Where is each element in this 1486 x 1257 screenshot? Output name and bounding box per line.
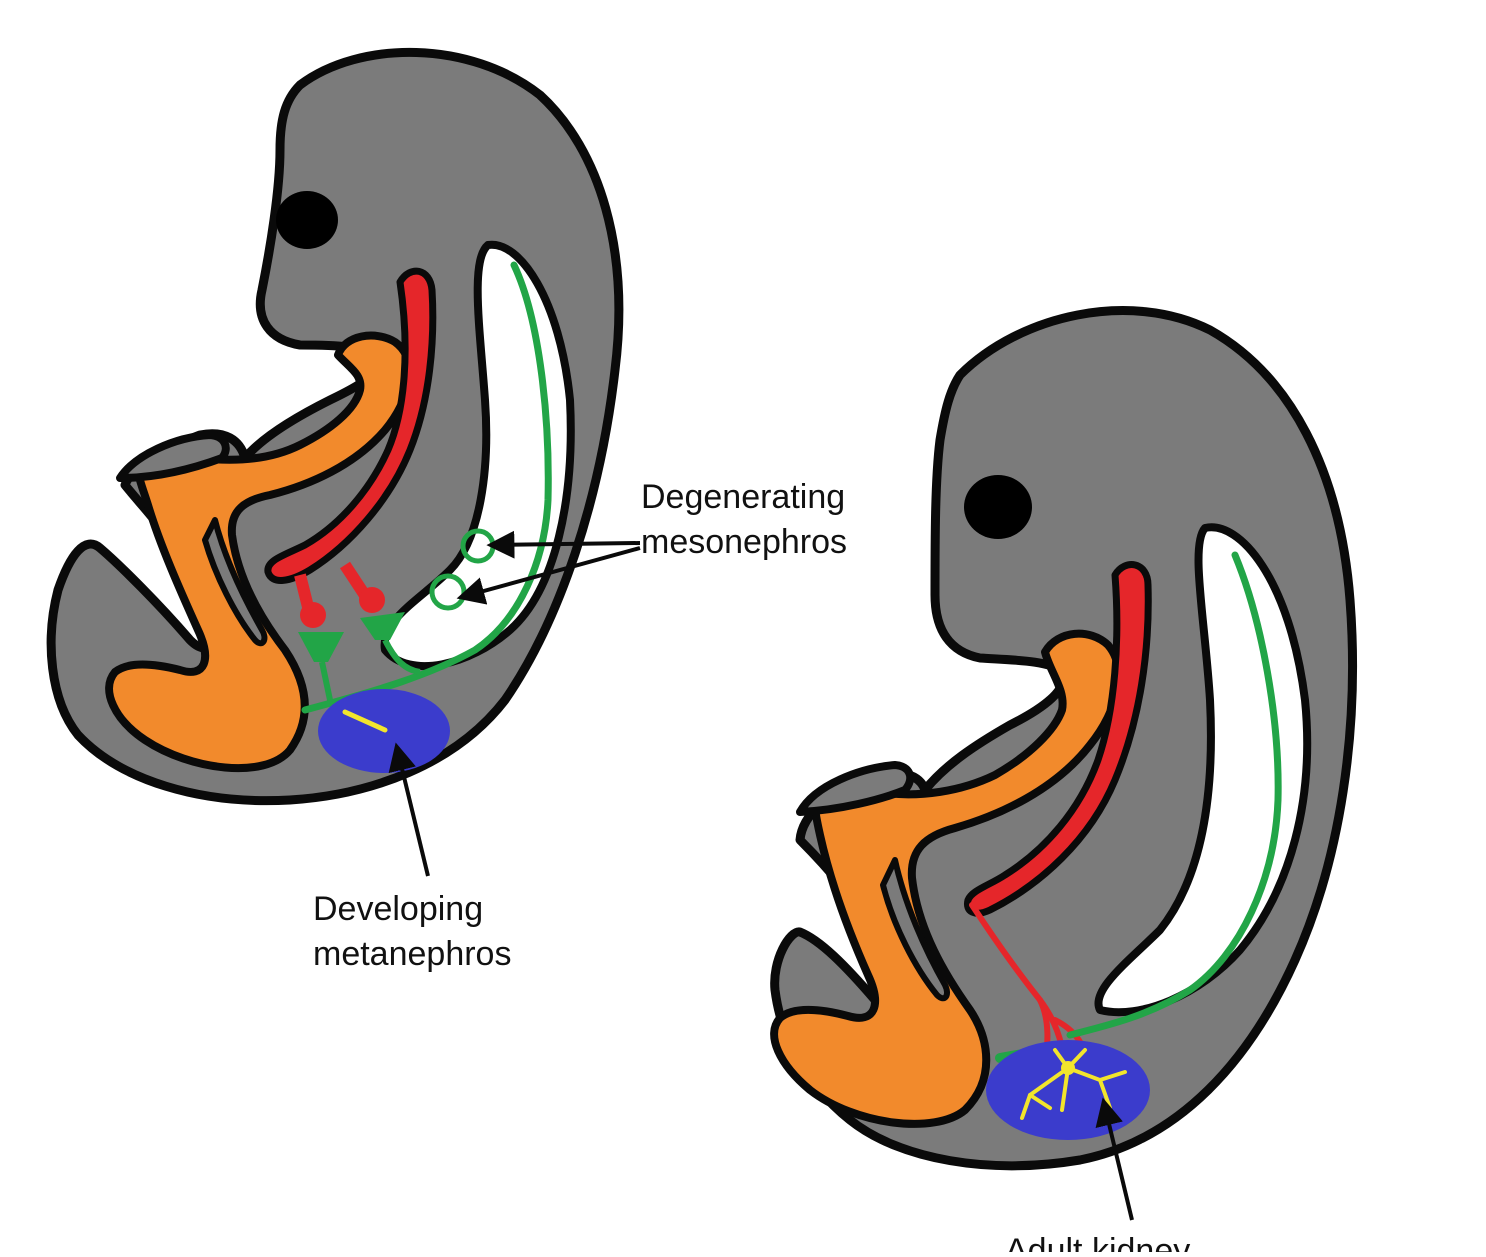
embryo-left-glomerulus-b — [359, 587, 385, 613]
label-degenerating-line1: Degenerating — [641, 478, 845, 516]
label-developing-line2: metanephros — [313, 935, 511, 973]
label-degenerating-line2: mesonephros — [641, 523, 847, 561]
embryo-right-adult-kidney — [986, 1040, 1150, 1140]
embryo-left-duct-link-a — [319, 661, 333, 701]
embryo-right-cloaca-flap — [796, 761, 915, 816]
arrow-adult-kidney — [1095, 1097, 1134, 1221]
embryo-right-inner-gut — [880, 857, 950, 1002]
arrow-degenerating-upper — [486, 530, 641, 559]
embryo-right-eye — [964, 475, 1032, 539]
embryo-right — [770, 306, 1357, 1171]
arrow-degenerating-lower — [456, 546, 641, 605]
embryo-left-eye — [276, 191, 338, 249]
label-adult-kidney: Adult kidney — [1005, 1232, 1190, 1252]
embryo-left — [46, 47, 624, 806]
embryo-right-collecting-system — [1020, 1048, 1127, 1120]
embryo-left-inner-gut — [202, 517, 268, 647]
embryo-left-mesonephric-duct — [301, 261, 552, 714]
label-developing-line1: Developing — [313, 890, 483, 928]
embryo-left-ureteric-bud — [342, 709, 388, 733]
embryo-left-tubule-b — [360, 612, 405, 640]
embryo-left-glomerulus-a — [300, 602, 326, 628]
embryo-right-cavity — [1094, 523, 1312, 1017]
embryo-left-duct-link-b — [382, 638, 421, 675]
embryo-left-tubule-a — [298, 632, 344, 662]
embryo-left-aorta — [264, 267, 437, 584]
embryo-right-renal-pelvis — [1061, 1061, 1075, 1075]
arrow-developing — [388, 742, 430, 877]
embryo-right-mesonephric-duct — [1066, 551, 1282, 1039]
embryo-left-cloaca-flap — [116, 431, 230, 482]
